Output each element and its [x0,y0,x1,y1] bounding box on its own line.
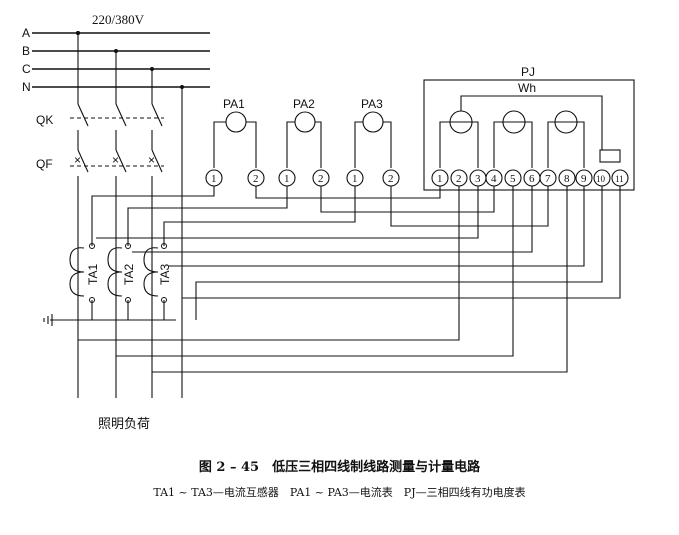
meter-terminal-6: 6 [529,173,535,185]
energy-meter: PJ Wh 1 2 3 4 5 [423,65,635,191]
pa1-terminal-2: 2 [253,173,259,185]
qf-mark-b: × [112,153,119,167]
pa1-label: PA1 [223,97,245,111]
qf-mark-c: × [148,153,155,167]
phase-a-label: A [22,26,30,40]
qf-label: QF [36,157,53,171]
meter-terminal-10: 10 [596,174,606,184]
meter-terminal-9: 9 [581,173,587,185]
supply-bus: 220/380V A B C N [22,12,210,94]
figure-legend: TA1 ~ TA3—电流互感器 PA1 ~ PA3—电流表 PJ—三相四线有功电… [153,486,526,499]
ta2: TA2 [107,243,136,303]
ground-symbol [43,300,176,326]
phase-c-label: C [22,62,31,76]
figure-title: 图 2 – 45 低压三相四线制线路测量与计量电路 [198,460,481,475]
phase-b-label: B [22,44,30,58]
meter-terminals: 1 2 3 4 5 6 7 8 9 10 11 [431,169,629,187]
meter-name: PJ [521,65,535,79]
qf-mark-a: × [74,153,81,167]
meter-terminal-1: 1 [437,173,443,185]
pa3-terminal-1: 1 [352,173,358,185]
supply-voltage-label: 220/380V [92,12,145,27]
meter-terminal-2: 2 [456,173,462,185]
meter-terminal-8: 8 [564,173,570,185]
pa3-label: PA3 [361,97,383,111]
meter-terminal-11: 11 [615,174,624,184]
switch-group: QK QF × × × [36,33,183,398]
pa2: PA2 1 2 [278,97,330,187]
pa2-terminal-2: 2 [318,173,324,185]
pa2-label: PA2 [293,97,315,111]
meter-terminal-7: 7 [545,173,551,185]
pa3-terminal-2: 2 [388,173,394,185]
meter-terminal-4: 4 [491,173,497,185]
pa2-terminal-1: 1 [284,173,290,185]
ammeters: PA1 1 2 PA2 1 2 PA3 1 2 [205,97,400,187]
ta3: TA3 [143,243,172,303]
wiring-diagram: 220/380V A B C N QK QF × × × [22,12,635,432]
phase-n-label: N [22,80,31,94]
meter-terminal-3: 3 [475,173,481,185]
interconnect-wiring [78,186,621,373]
pa3: PA3 1 2 [346,97,400,187]
qk-label: QK [36,113,53,127]
meter-terminal-5: 5 [510,173,516,185]
current-transformers: TA1 TA2 TA3 [43,243,176,326]
pa1-terminal-1: 1 [211,173,217,185]
ta2-label: TA2 [122,264,136,285]
ta3-label: TA3 [158,264,172,285]
load-label: 照明负荷 [98,417,150,432]
pa1: PA1 1 2 [205,97,265,187]
meter-unit: Wh [518,81,536,95]
ta1: TA1 [69,243,100,303]
ta1-label: TA1 [86,264,100,285]
